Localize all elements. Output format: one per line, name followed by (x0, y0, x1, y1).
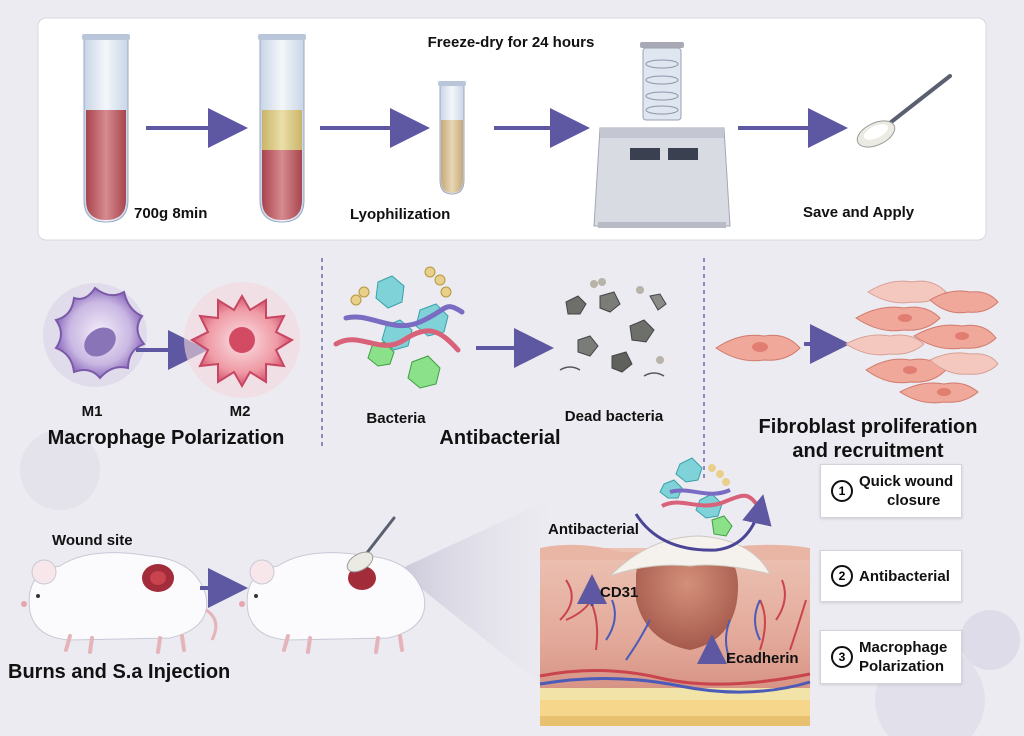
wound-site-label: Wound site (52, 532, 133, 549)
burns-title: Burns and S.a Injection (8, 661, 231, 683)
outcome-text: Antibacterial (859, 567, 950, 585)
outcome-line2: closure (887, 492, 941, 509)
rat-wounded (21, 552, 218, 654)
fibroblast-title-line2: and recruitment (792, 440, 944, 462)
bacteria-label: Bacteria (366, 410, 426, 427)
outcome-number: 2 (831, 565, 853, 587)
dead-bacteria-label: Dead bacteria (564, 408, 664, 425)
curved-arrow (634, 494, 772, 552)
lyophilized-tube (438, 81, 466, 195)
m2-label: M2 (229, 403, 251, 420)
cd31-label: CD31 (600, 584, 639, 601)
skin-cross-section (539, 535, 811, 726)
centrifuge-label: 700g 8min (134, 205, 208, 222)
outcome-box-1: 1 Quick wound closure (820, 464, 962, 518)
bacteria-cluster (333, 266, 465, 389)
blood-tube (82, 34, 130, 223)
fibroblast-title-line1: Fibroblast proliferation (758, 416, 978, 438)
outcome-text: Macrophage Polarization (859, 638, 947, 676)
outcome-line1: Quick wound (859, 473, 954, 490)
m2-macrophage (184, 282, 300, 398)
macrophage-title: Macrophage Polarization (47, 427, 285, 449)
spoon-with-powder (856, 74, 952, 148)
outcome-number: 1 (831, 480, 853, 502)
outcome-line1: Macrophage (859, 639, 948, 656)
antibacterial-title: Antibacterial (439, 427, 561, 449)
save-apply-label: Save and Apply (803, 204, 915, 221)
skin-antibacterial-label: Antibacterial (548, 521, 639, 538)
outcome-box-2: 2 Antibacterial (820, 550, 962, 602)
freeze-dryer (593, 42, 731, 228)
ecadherin-label: Ecadherin (726, 650, 799, 667)
outcome-box-3: 3 Macrophage Polarization (820, 630, 962, 684)
fibroblast-single (715, 334, 801, 362)
fibroblast-cluster (845, 280, 999, 404)
centrifuged-tube (258, 34, 306, 223)
outcome-line2: Polarization (859, 658, 945, 675)
outcome-text: Quick wound closure (859, 472, 953, 510)
freeze-dry-label: Freeze-dry for 24 hours (427, 34, 595, 51)
m1-macrophage (43, 283, 147, 387)
zoom-cone (398, 500, 548, 690)
rat-treated (239, 516, 426, 654)
outcome-number: 3 (831, 646, 853, 668)
m1-label: M1 (81, 403, 103, 420)
dead-bacteria (559, 278, 667, 377)
lyophilization-label: Lyophilization (350, 206, 451, 223)
